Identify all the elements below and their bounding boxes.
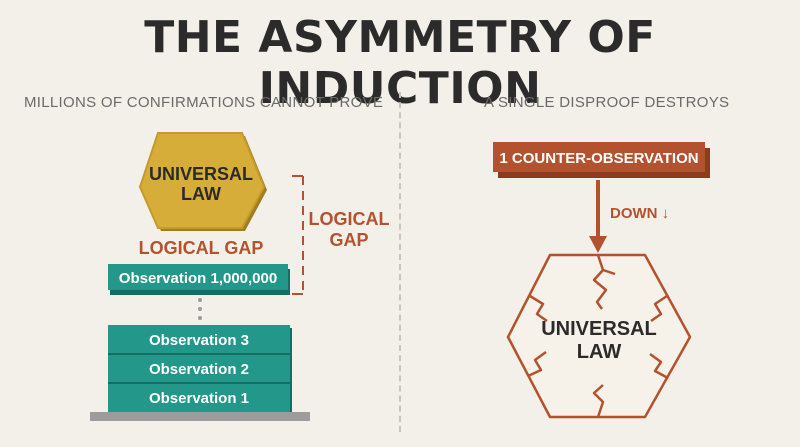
logical-gap-label: LOGICAL GAP [139,238,264,258]
observation-3-label: Observation 3 [149,332,249,349]
ellipsis-dots [198,298,202,320]
hexagon-label-line2: LAW [181,184,221,204]
panel-divider [399,92,401,432]
page-title: THE ASYMMETRY OF INDUCTION [144,12,656,114]
cracked-universal-law-hexagon [506,253,692,419]
observation-1-label: Observation 1 [149,390,249,407]
observation-2-label: Observation 2 [149,361,249,378]
universal-law-hexagon: UNIVERSAL LAW [138,132,267,231]
logical-gap-bracket [292,175,304,295]
arrow-label: DOWN ↓ [610,205,669,222]
cracked-hexagon-label-line1: UNIVERSAL [541,318,657,340]
observation-block-top: Observation 1,000,000 [108,264,290,295]
observation-label: Observation 1,000,000 [119,270,277,287]
bracket-label-line2: GAP [329,230,368,250]
bracket-label-line1: LOGICAL [309,209,390,229]
stack-base [90,412,310,421]
observation-stack: Observation 3 Observation 2 Observation … [108,325,292,416]
right-subtitle: A SINGLE DISPROOF DESTROYS [484,94,730,111]
cracked-hexagon-label-line2: LAW [577,341,622,363]
down-arrow-icon [589,180,607,253]
counter-observation-box: 1 COUNTER-OBSERVATION [493,142,710,178]
left-subtitle: MILLIONS OF CONFIRMATIONS CANNOT PROVE [24,94,384,111]
counter-observation-label: 1 COUNTER-OBSERVATION [499,150,698,167]
hexagon-label-line1: UNIVERSAL [149,164,253,184]
